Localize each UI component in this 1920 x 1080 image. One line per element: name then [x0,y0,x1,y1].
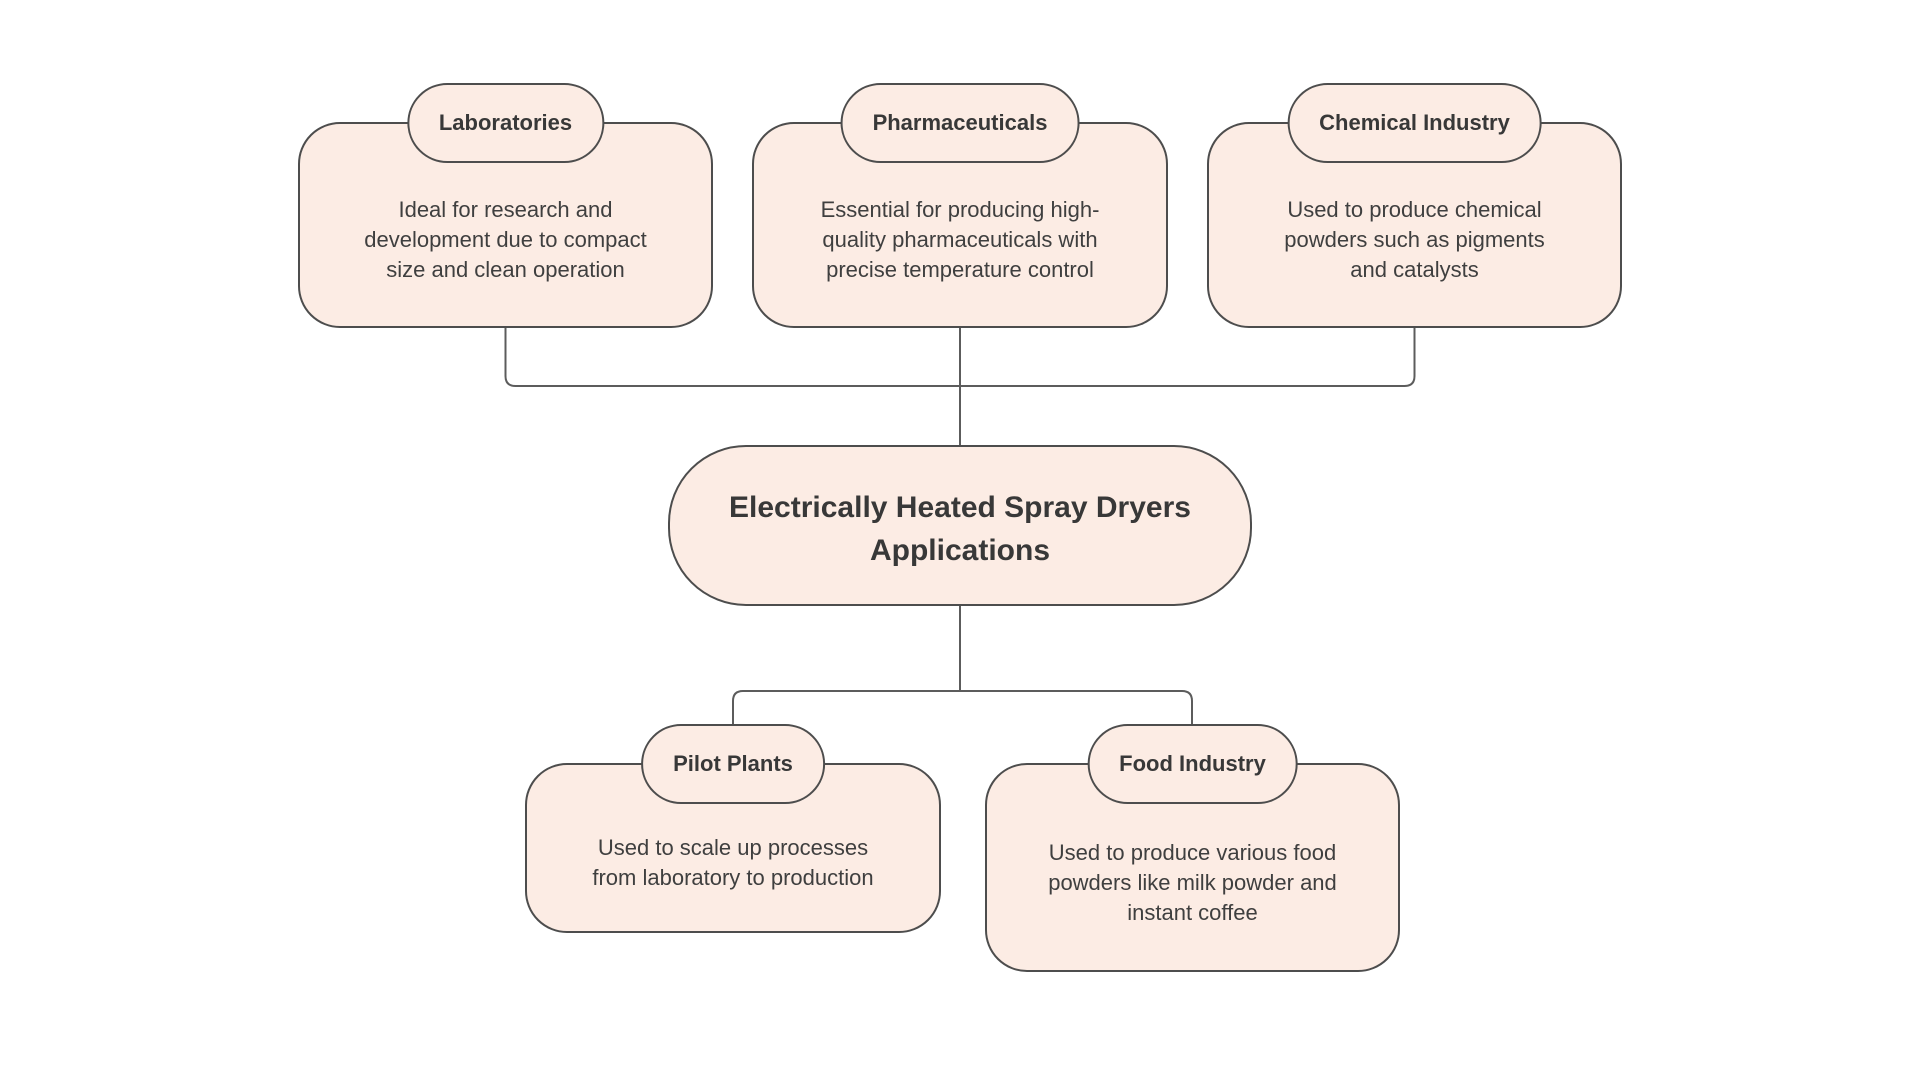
node-laboratories-title: Laboratories [438,110,573,135]
node-chemical-industry-title: Chemical Industry [1319,110,1510,135]
node-food-industry-description: Used to produce various food powders lik… [1048,839,1337,925]
node-pharmaceuticals-description: Essential for producing high- quality ph… [820,197,1100,282]
node-pilot-plants-title-pill: Pilot Plants [641,724,825,804]
node-pharmaceuticals: Pharmaceuticals Essential for producing … [752,83,1168,328]
node-pilot-plants-description: Used to scale up processes from laborato… [592,835,874,890]
node-food-industry: Food Industry Used to produce various fo… [985,724,1400,972]
connector-bottom-bus [732,690,1193,725]
node-pharmaceuticals-title: Pharmaceuticals [872,110,1048,135]
root-title: Electrically Heated Spray Dryers Applica… [729,490,1191,567]
node-laboratories-title-pill: Laboratories [406,83,605,163]
node-chemical-industry-description: Used to produce chemical powders such as… [1284,197,1545,282]
node-food-industry-title-pill: Food Industry [1087,724,1298,804]
node-laboratories-description: Ideal for research and development due t… [364,197,647,282]
node-chemical-industry: Chemical Industry Used to produce chemic… [1207,83,1622,328]
node-laboratories: Laboratories Ideal for research and deve… [298,83,713,328]
node-pharmaceuticals-title-pill: Pharmaceuticals [840,83,1080,163]
node-chemical-industry-title-pill: Chemical Industry [1287,83,1542,163]
node-pilot-plants-title: Pilot Plants [673,751,793,776]
node-root-applications: Electrically Heated Spray Dryers Applica… [668,445,1252,606]
node-pilot-plants: Pilot Plants Used to scale up processes … [525,724,941,933]
node-food-industry-title: Food Industry [1119,751,1266,776]
